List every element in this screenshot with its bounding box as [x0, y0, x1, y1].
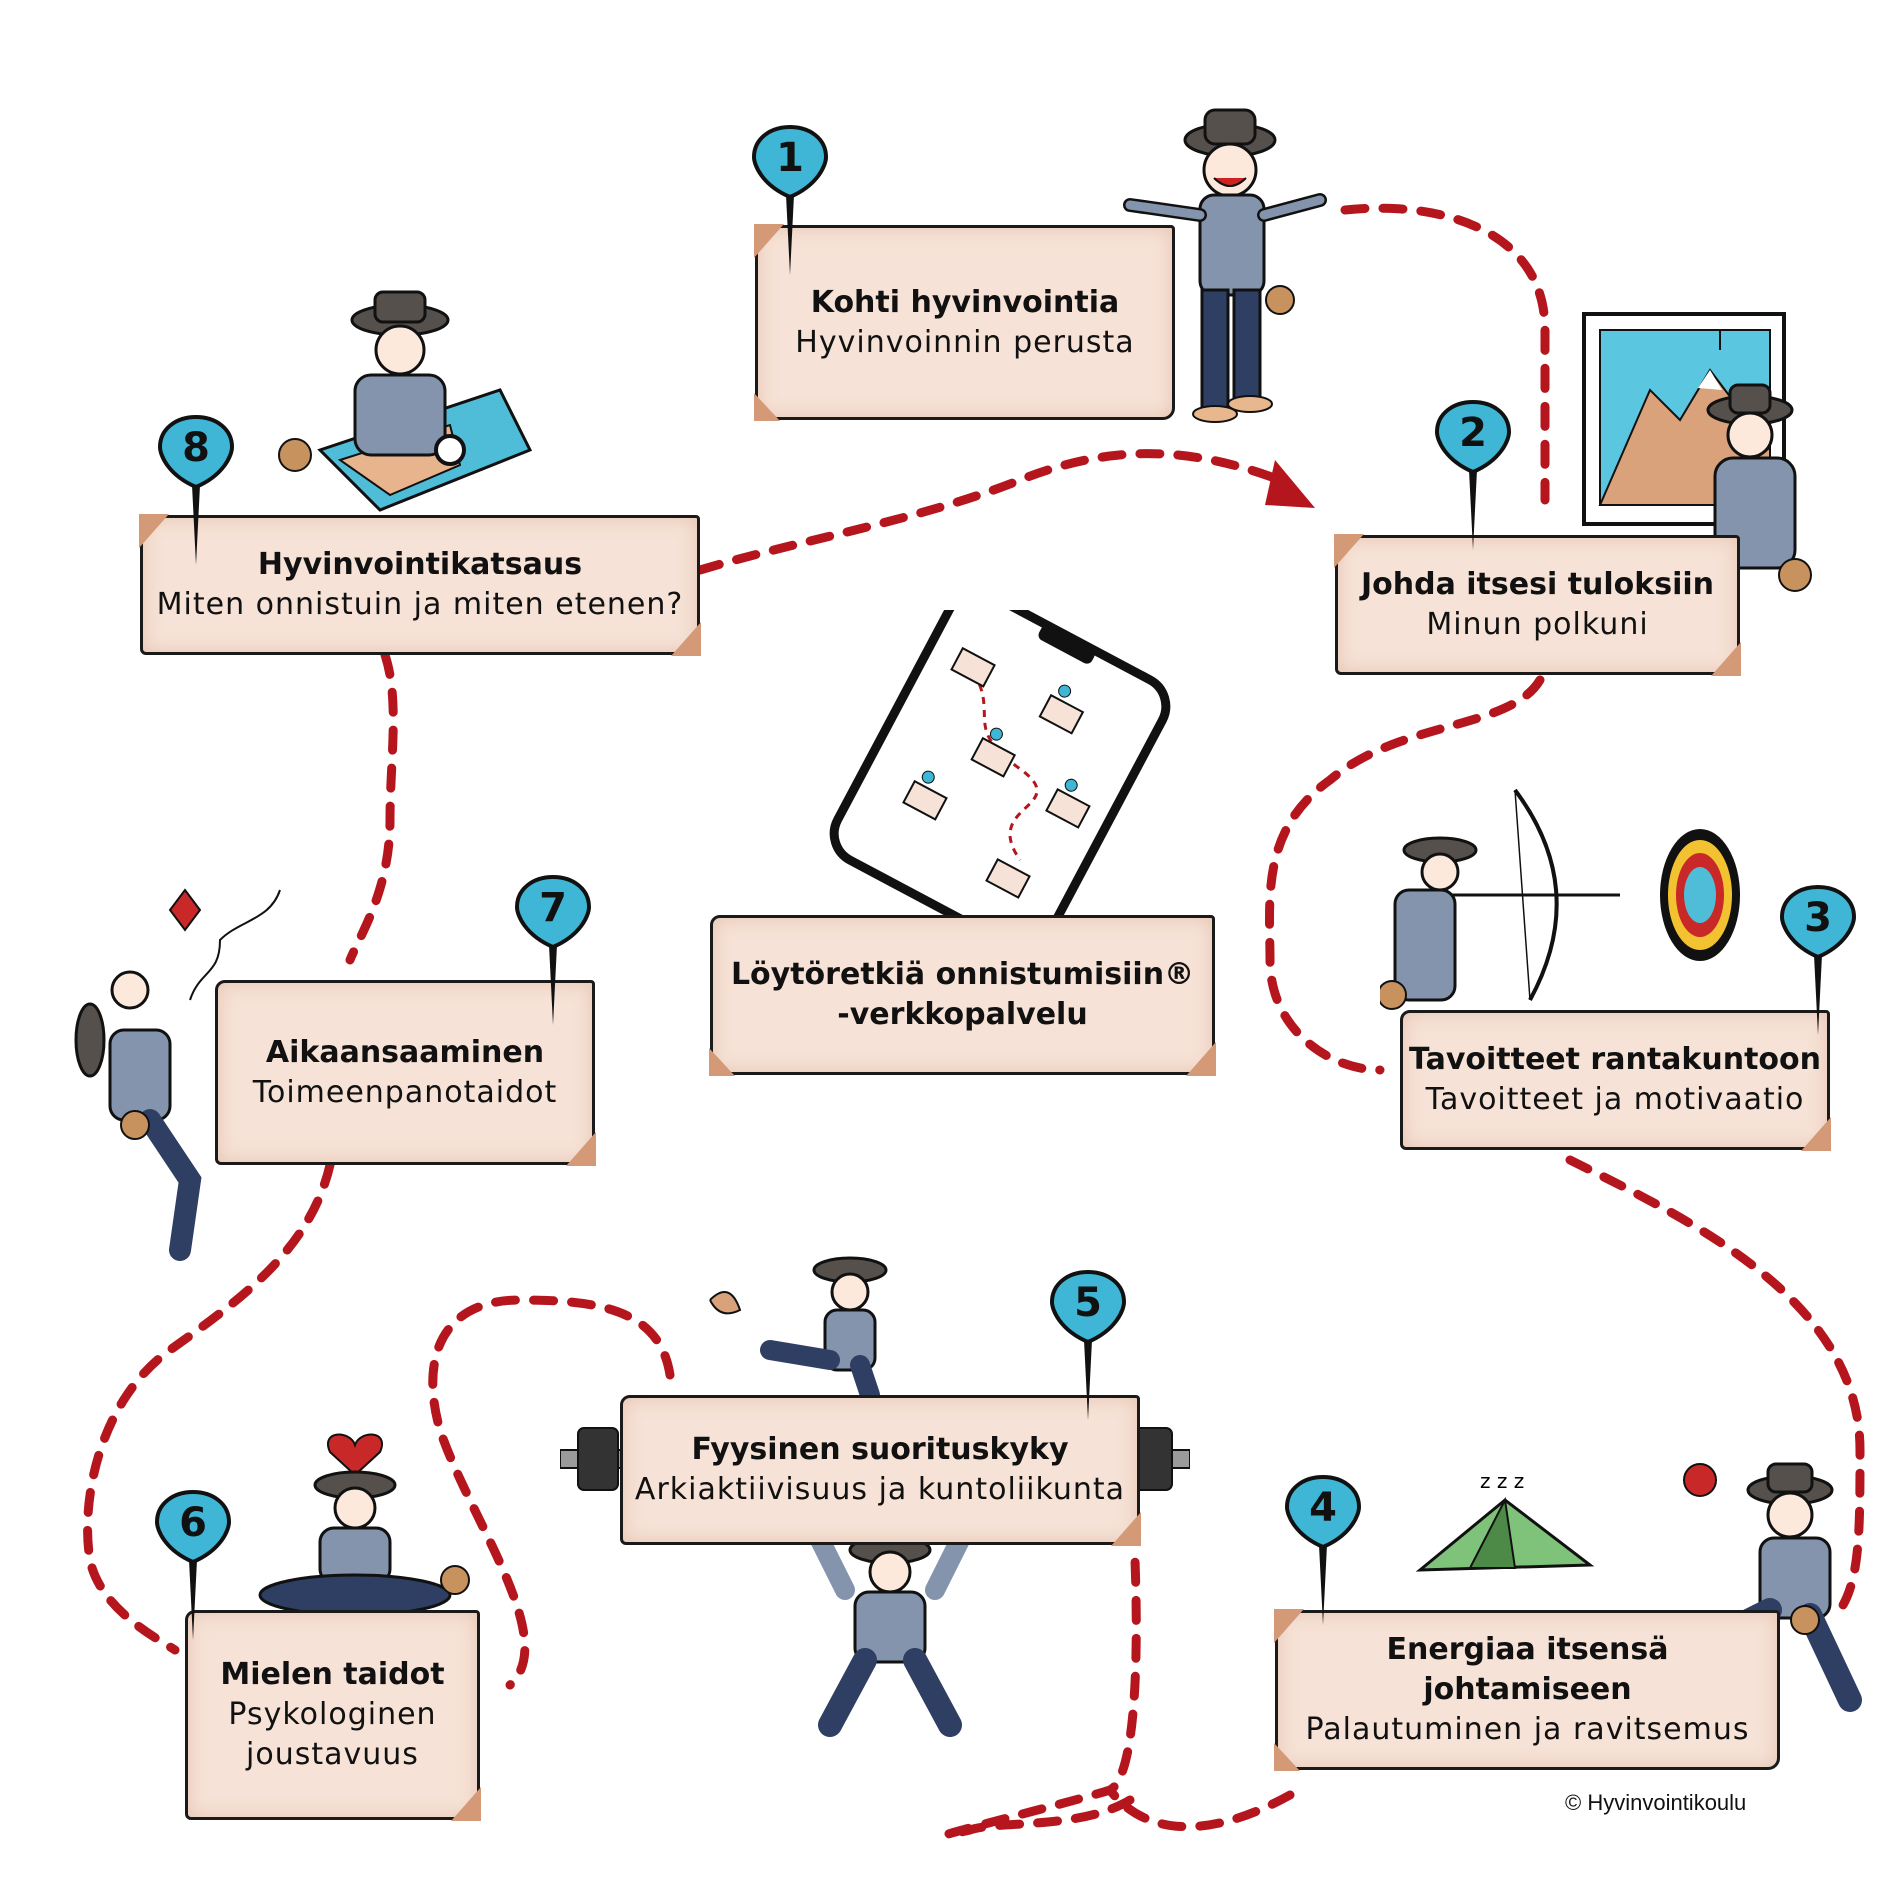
step-subtitle: Toimeenpanotaidot — [252, 1074, 558, 1110]
step-title: Energiaa itsensä johtamiseen — [1386, 1632, 1669, 1707]
explorer-viewing-figure — [1706, 383, 1812, 592]
step-number: 3 — [1804, 895, 1832, 941]
path-segment-5-6 — [428, 1295, 675, 1690]
path-segment-7-8 — [345, 650, 398, 965]
step-card-2: Johda itsesi tuloksiin Minun polkuni — [1334, 534, 1741, 676]
step-subtitle: Tavoitteet ja motivaatio — [1425, 1082, 1805, 1117]
step-card-8: Hyvinvointikatsaus Miten onnistuin ja mi… — [139, 514, 701, 656]
path-segment-4-5 — [942, 1555, 1141, 1840]
step-pin-6: 6 — [154, 1489, 232, 1640]
step-subtitle: Miten onnistuin ja miten etenen? — [156, 587, 684, 622]
path-segment-8-2 — [695, 449, 1285, 575]
step-number: 8 — [182, 425, 210, 471]
step-title: Aikaansaaminen — [265, 1034, 545, 1070]
step-subtitle: Psykologinen joustavuus — [228, 1697, 437, 1772]
step-title: Tavoitteet rantakuntoon — [1408, 1042, 1822, 1077]
svg-text:z z z: z z z — [1480, 1470, 1524, 1493]
step-number: 5 — [1074, 1280, 1102, 1326]
path-segment-2-3 — [1265, 675, 1545, 1075]
step-number: 2 — [1459, 410, 1487, 456]
map-pin-icon — [157, 414, 235, 490]
center-service-card: Löytöretkiä onnistumisiin® -verkkopalvel… — [709, 915, 1216, 1076]
step-pin-1: 1 — [751, 124, 829, 275]
smartphone-map — [829, 610, 1171, 930]
step-pin-4: 4 — [1284, 1474, 1362, 1625]
copyright-notice: © Hyvinvointikoulu — [1565, 1790, 1747, 1815]
step-card-3: Tavoitteet rantakuntoon Tavoitteet ja mo… — [1400, 1010, 1831, 1151]
step-card-7: Aikaansaaminen Toimeenpanotaidot — [215, 980, 596, 1166]
path-segment-4-5b — [1105, 1785, 1295, 1832]
step-number: 4 — [1309, 1485, 1337, 1531]
step-title: Fyysinen suorituskyky — [691, 1432, 1069, 1467]
step-title: Mielen taidot — [220, 1657, 445, 1692]
step-card-5: Fyysinen suorituskyky Arkiaktiivisuus ja… — [620, 1395, 1141, 1546]
explorer-climbing-figure — [74, 888, 281, 1261]
explorer-pointing-figure — [1123, 108, 1327, 423]
step-subtitle: Minun polkuni — [1426, 607, 1649, 642]
service-suffix: -verkkopalvelu — [837, 997, 1088, 1032]
step-title: Kohti hyvinvointia — [810, 284, 1120, 320]
step-number: 1 — [776, 135, 804, 181]
step-number: 6 — [179, 1500, 207, 1546]
step-card-4: Energiaa itsensä johtamiseen Palautumine… — [1274, 1609, 1780, 1771]
step-pin-3: 3 — [1779, 884, 1857, 1035]
tent-icon: z z z — [1415, 1470, 1595, 1572]
map-pin-icon — [1284, 1474, 1362, 1550]
map-pin-icon — [154, 1489, 232, 1565]
service-name: Löytöretkiä onnistumisiin® — [730, 957, 1195, 992]
map-pin-icon — [1434, 399, 1512, 475]
step-pin-2: 2 — [1434, 399, 1512, 550]
step-subtitle: Palautuminen ja ravitsemus — [1305, 1712, 1750, 1747]
map-pin-icon — [1779, 884, 1857, 960]
explorer-kicking-figure — [709, 1256, 888, 1400]
step-title: Johda itsesi tuloksiin — [1360, 567, 1715, 602]
map-pin-icon — [514, 874, 592, 950]
explorer-map-figure — [278, 290, 533, 512]
path-segment-6-7 — [83, 1160, 335, 1655]
map-pin-icon — [1049, 1269, 1127, 1345]
path-segment-3-4 — [1565, 1155, 1865, 1615]
explorer-archer-figure — [1380, 788, 1620, 1010]
step-number: 7 — [539, 885, 567, 931]
step-pin-8: 8 — [157, 414, 235, 565]
path-arrowhead — [1265, 460, 1315, 508]
step-subtitle: Arkiaktiivisuus ja kuntoliikunta — [634, 1472, 1126, 1507]
target-icon — [1660, 829, 1740, 961]
step-pin-5: 5 — [1049, 1269, 1127, 1420]
map-pin-icon — [751, 124, 829, 200]
step-card-6: Mielen taidot Psykologinen joustavuus — [185, 1610, 481, 1821]
path-segment-1-2 — [1340, 203, 1550, 505]
explorer-meditating-figure — [258, 1433, 470, 1617]
step-title: Hyvinvointikatsaus — [257, 547, 583, 582]
step-pin-7: 7 — [514, 874, 592, 1025]
step-card-1: Kohti hyvinvointia Hyvinvoinnin perusta — [754, 224, 1175, 421]
step-subtitle: Hyvinvoinnin perusta — [795, 324, 1135, 360]
